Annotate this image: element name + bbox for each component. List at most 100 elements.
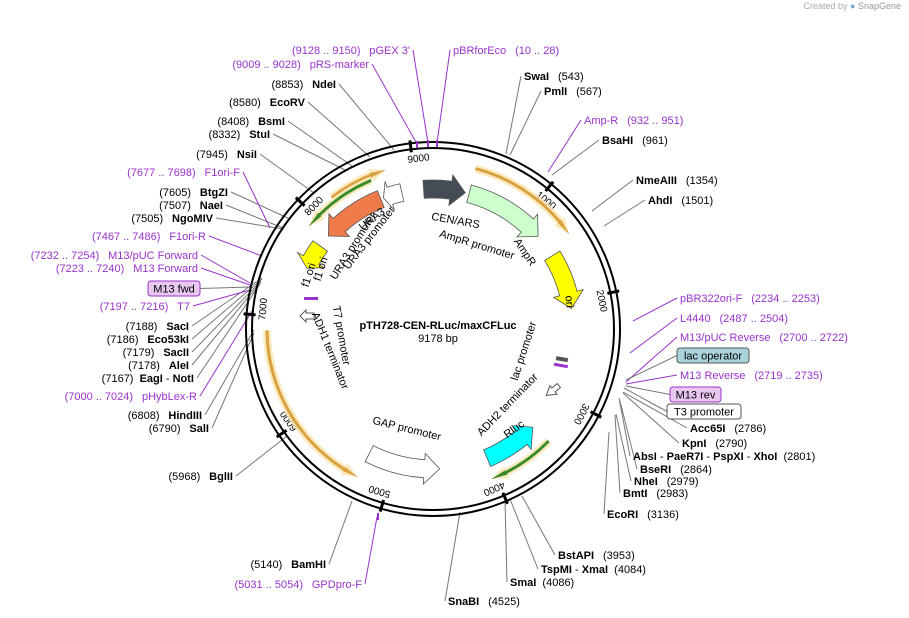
site-label[interactable]: (7197 .. 7216) T7 — [100, 297, 190, 314]
site-name: PspXI — [713, 451, 744, 463]
site-label[interactable]: NheI (2979) — [634, 472, 699, 489]
site-label[interactable]: (7179) SacII — [123, 343, 189, 360]
site-name: PaeR7I — [667, 451, 704, 463]
site-label[interactable]: M13/pUC Reverse (2700 .. 2722) — [680, 328, 848, 345]
feature-arrow-f1-ori[interactable] — [296, 240, 329, 269]
site-label[interactable]: (8408) BsmI — [217, 112, 285, 129]
site-label[interactable]: KpnI (2790) — [682, 434, 747, 451]
multi-site-label[interactable]: (7167) EagI - NotI — [102, 373, 194, 385]
site-label[interactable]: (8332) StuI — [209, 125, 270, 142]
site-name: M13 Forward — [133, 263, 198, 275]
site-name: NsiI — [237, 149, 257, 161]
multi-site-label[interactable]: TspMI - XmaI (4084) — [541, 564, 646, 576]
site-position: (2700 .. 2722) — [779, 332, 848, 344]
feature-box[interactable] — [147, 280, 201, 297]
site-position: (3953) — [603, 550, 635, 562]
site-label[interactable]: L4440 (2487 .. 2504) — [680, 309, 788, 326]
feature-arrow-ura3-promoter[interactable] — [383, 181, 405, 211]
site-label[interactable]: EcoRI (3136) — [607, 505, 679, 522]
feature-arrow-gap-promoter[interactable] — [364, 445, 441, 485]
site-label[interactable]: (7178) AleI — [128, 356, 189, 373]
site-name: GPDpro-F — [312, 579, 362, 591]
feature-box[interactable] — [666, 403, 742, 420]
tick-label: 9000 — [407, 152, 431, 166]
site-name: HindIII — [168, 410, 202, 422]
site-label[interactable]: (8580) EcoRV — [229, 93, 306, 110]
site-position: (2487 .. 2504) — [719, 313, 788, 325]
site-position: (7178) — [128, 360, 160, 372]
site-label[interactable]: (7505) NgoMIV — [131, 209, 213, 226]
site-label[interactable]: BstAPI (3953) — [558, 546, 635, 563]
site-label[interactable]: (7945) NsiI — [196, 145, 257, 162]
site-label[interactable]: Amp-R (932 .. 951) — [584, 111, 683, 128]
site-label-gap — [261, 93, 270, 110]
site-label[interactable]: (7188) SacI — [126, 317, 189, 334]
site-label[interactable]: (7605) BtgZI — [159, 183, 228, 200]
credit-prefix: Created by — [803, 1, 848, 11]
site-position: (932 .. 951) — [627, 115, 683, 127]
site-label[interactable]: PmlI (567) — [544, 82, 602, 99]
site-position: (7186) — [107, 334, 139, 346]
multi-site-label[interactable]: AbsI - PaeR7I - PspXI - XhoI (2801) — [633, 451, 815, 463]
site-separator: - — [744, 451, 754, 463]
feature-arrow-rluc[interactable] — [483, 425, 534, 467]
site-label-gap — [168, 297, 177, 314]
site-label[interactable]: BsaHI (961) — [602, 131, 668, 148]
site-label[interactable]: M13 Reverse (2719 .. 2735) — [680, 366, 823, 383]
site-label[interactable]: (7223 .. 7240) M13 Forward — [56, 259, 198, 276]
site-label-gap — [506, 41, 515, 58]
site-label[interactable]: (7186) Eco53kI — [107, 330, 189, 347]
tick-mark — [294, 196, 306, 207]
feature-arrow-ampr[interactable] — [466, 184, 539, 238]
site-label[interactable]: (5968) BglII — [168, 467, 233, 484]
site-label[interactable]: SwaI (543) — [524, 67, 584, 84]
multi-site-label[interactable]: SmaI (4086) — [510, 577, 574, 589]
site-label-gap — [157, 317, 166, 334]
site-leader — [622, 392, 680, 444]
site-label[interactable]: BmtI (2983) — [623, 484, 688, 501]
tick-mark — [607, 289, 620, 295]
site-label[interactable]: (6790) SalI — [149, 419, 209, 436]
site-label[interactable]: AhdI (1501) — [648, 191, 713, 208]
site-name: TspMI — [541, 564, 572, 576]
feature-arrow-cen-ars[interactable] — [422, 173, 466, 207]
site-label-gap — [711, 309, 720, 326]
feature-arrow-ura3[interactable] — [327, 190, 385, 237]
site-label[interactable]: (9009 .. 9028) pRS-marker — [232, 55, 369, 72]
feature-box-label: M13 fwd — [153, 284, 195, 296]
site-label[interactable]: NmeAIII (1354) — [636, 171, 718, 188]
site-label[interactable]: (6808) HindIII — [128, 406, 202, 423]
site-position: (7223 .. 7240) — [56, 263, 125, 275]
site-label[interactable]: (9128 .. 9150) pGEX 3' — [292, 41, 410, 58]
site-label[interactable]: pBR322ori-F (2234 .. 2253) — [680, 289, 820, 306]
site-position: (543) — [558, 71, 584, 83]
site-label[interactable]: (7677 .. 7698) F1ori-F — [127, 163, 240, 180]
site-label-gap — [638, 505, 647, 522]
site-name: StuI — [249, 129, 270, 141]
site-label[interactable]: (5031 .. 5054) GPDpro-F — [234, 575, 362, 592]
site-label[interactable]: (7467 .. 7486) F1ori-R — [92, 227, 206, 244]
site-label[interactable]: (5140) BamHI — [250, 555, 326, 572]
snapgene-credit: Created by ● SnapGene — [803, 1, 901, 11]
site-position: (2719 .. 2735) — [754, 370, 823, 382]
site-separator: - — [572, 564, 582, 576]
site-name: pHybLex-R — [142, 391, 197, 403]
feature-box[interactable] — [676, 347, 750, 364]
site-label[interactable]: (7232 .. 7254) M13/pUC Forward — [31, 246, 198, 263]
site-leader — [629, 317, 678, 354]
tick-mark — [378, 499, 386, 512]
site-label[interactable]: (8853) NdeI — [271, 75, 336, 92]
site-label[interactable]: BseRI (2864) — [640, 460, 712, 477]
site-label[interactable]: SnaBI (4525) — [448, 592, 520, 609]
feature-box[interactable] — [669, 386, 722, 403]
site-label-gap — [706, 434, 715, 451]
lac-operator-marker — [555, 356, 569, 363]
feature-arrow-ori[interactable] — [544, 250, 585, 310]
site-position: (8853) — [271, 79, 303, 91]
site-position: (7179) — [123, 347, 155, 359]
site-label[interactable]: pBRforEco (10 .. 28) — [453, 41, 559, 58]
site-label[interactable]: Acc65I (2786) — [690, 419, 766, 436]
site-label[interactable]: (7000 .. 7024) pHybLex-R — [65, 387, 197, 404]
site-label[interactable]: (7507) NaeI — [159, 196, 223, 213]
site-name: M13 Reverse — [680, 370, 745, 382]
